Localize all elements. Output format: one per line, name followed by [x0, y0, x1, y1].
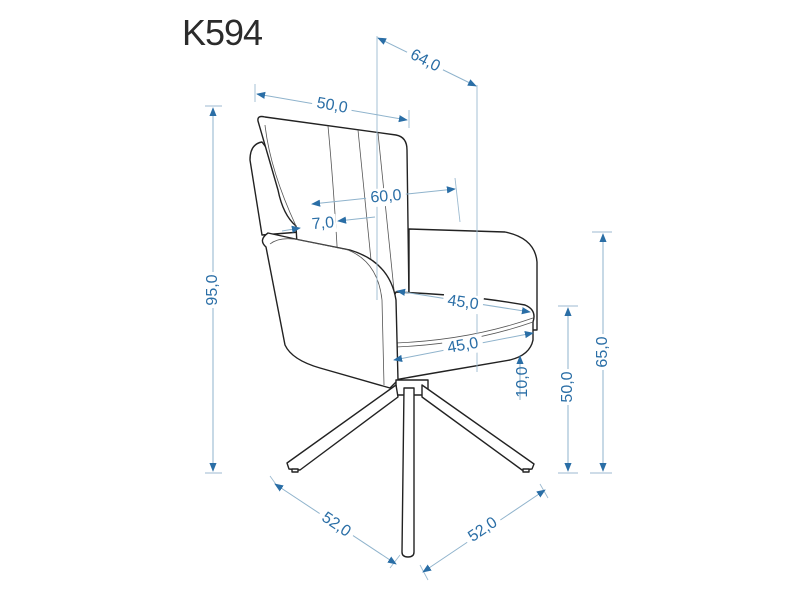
- label-seat-thickness: 10,0: [514, 366, 531, 397]
- label-total-width: 60,0: [370, 187, 403, 207]
- product-code: K594: [182, 12, 263, 53]
- chair-drawing: [249, 115, 538, 558]
- label-backrest-width: 50,0: [315, 95, 349, 117]
- label-armrest-height: 65,0: [594, 336, 611, 367]
- leg-left: [286, 384, 399, 471]
- leg-center: [401, 387, 415, 558]
- extension-lines: [205, 36, 612, 581]
- label-total-height: 95,0: [204, 274, 221, 305]
- label-armrest-width: 7,0: [311, 214, 335, 233]
- left-armrest: [261, 232, 399, 389]
- label-seat-depth: 45,0: [446, 292, 479, 313]
- label-seat-width: 45,0: [446, 335, 480, 357]
- label-seat-height: 50,0: [559, 371, 576, 402]
- dimension-labels: 95,0 50,0 64,0 60,0 7,0 45,0 45,0 10,0: [204, 43, 612, 549]
